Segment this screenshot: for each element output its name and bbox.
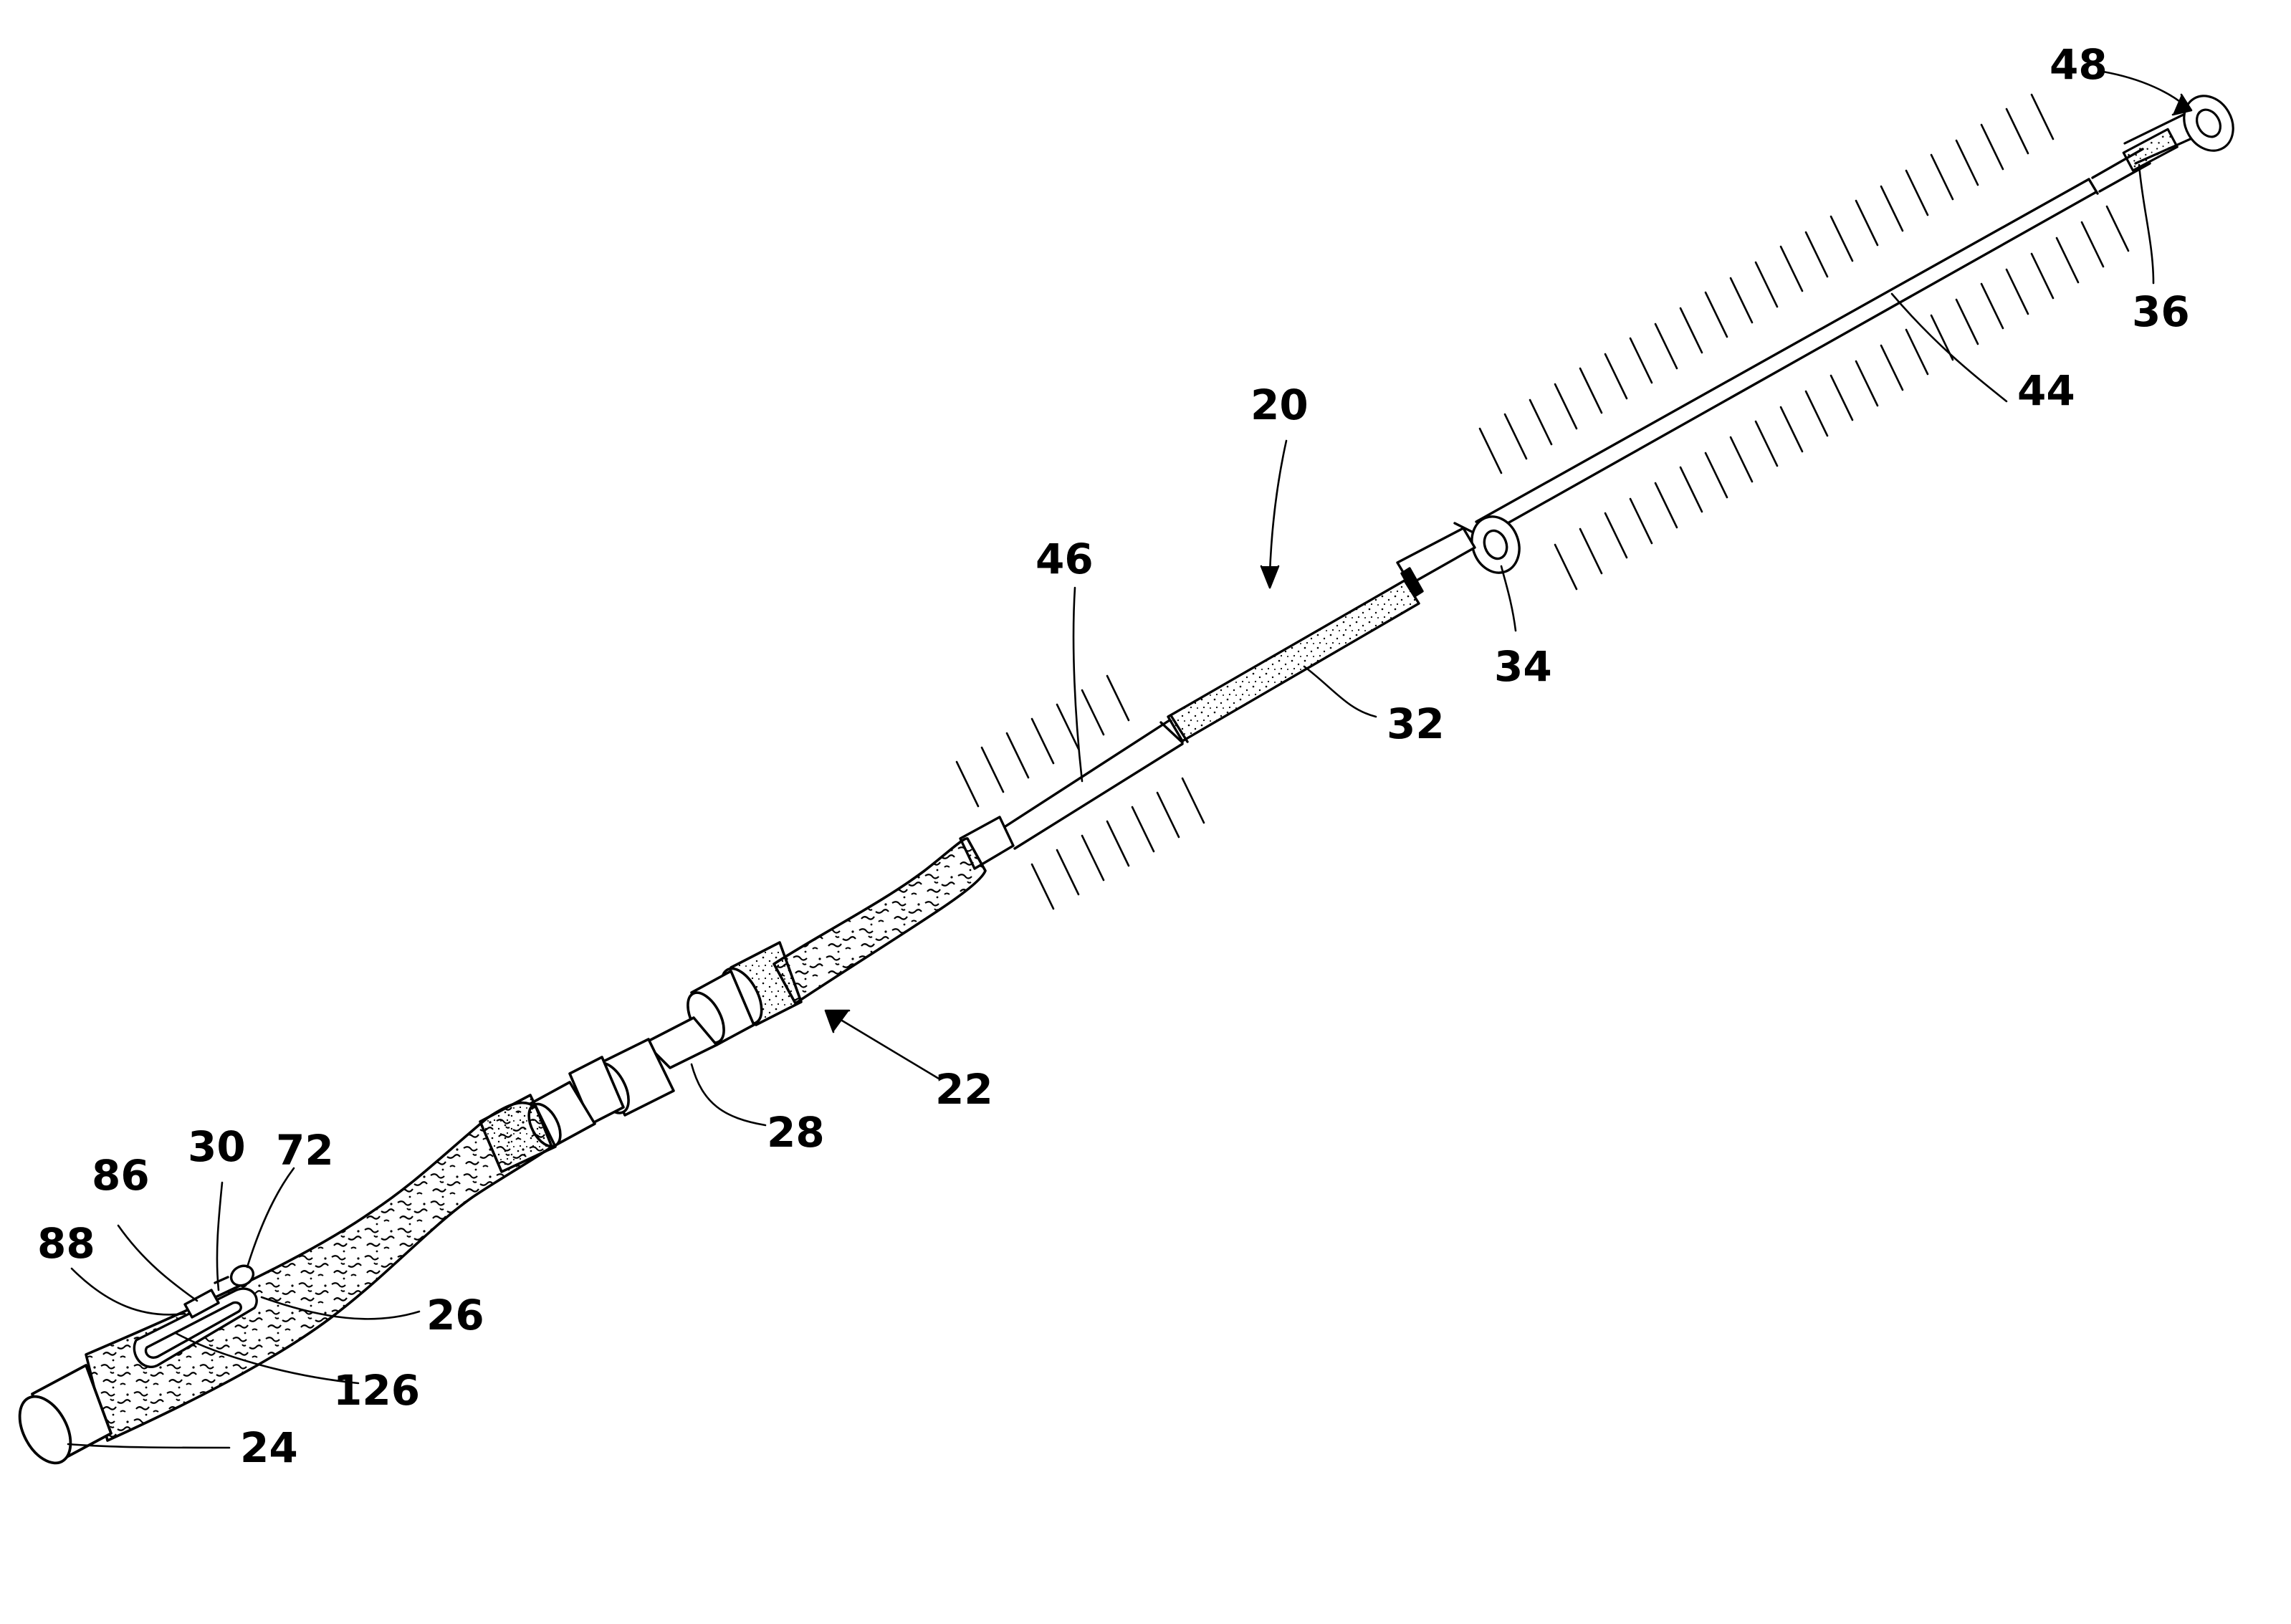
leader-32 — [1303, 665, 1377, 718]
label-48: 48 — [2050, 40, 2108, 89]
motion-hatching-tip-lower — [1554, 205, 2130, 591]
leader-36 — [2138, 163, 2155, 285]
label-20: 20 — [1250, 381, 1309, 429]
reel-seat — [527, 970, 755, 1148]
ferrule — [1396, 527, 1476, 598]
label-24: 24 — [240, 1423, 298, 1472]
label-88: 88 — [37, 1219, 95, 1268]
leader-20 — [1268, 439, 1288, 575]
label-30: 30 — [188, 1122, 246, 1171]
tip-top — [2122, 95, 2234, 172]
label-126: 126 — [333, 1366, 420, 1415]
leader-48 — [2102, 70, 2189, 109]
leader-30 — [216, 1181, 224, 1291]
label-86: 86 — [92, 1151, 150, 1200]
leader-24 — [67, 1443, 231, 1449]
leader-88 — [70, 1267, 186, 1316]
label-32: 32 — [1387, 699, 1445, 748]
label-44: 44 — [2017, 366, 2075, 415]
rear-grip-collar — [479, 1094, 557, 1173]
motion-hatching-butt-upper — [955, 674, 1130, 808]
leader-86 — [117, 1224, 199, 1302]
label-26: 26 — [426, 1291, 484, 1339]
leader-20-arrow — [1260, 565, 1280, 589]
leader-72 — [246, 1167, 295, 1269]
switch-housing — [133, 1264, 258, 1368]
fore-grip — [773, 837, 987, 1005]
label-34: 34 — [1494, 642, 1552, 691]
leader-48-arrow — [2171, 93, 2193, 116]
motion-hatching-butt-lower — [1030, 777, 1205, 910]
leader-126 — [174, 1332, 360, 1385]
leader-22 — [833, 1015, 940, 1080]
leader-lines — [67, 70, 2193, 1449]
butt-cap — [18, 1364, 113, 1465]
leader-46 — [1072, 586, 1084, 783]
guide-ring — [1453, 515, 1521, 574]
reference-numerals: 20 46 32 34 48 36 44 22 28 86 30 72 88 2… — [37, 40, 2190, 1472]
leader-44 — [1890, 292, 2008, 403]
label-36: 36 — [2132, 287, 2190, 336]
leader-22-arrow — [824, 1009, 851, 1033]
motion-hatching-tip-upper — [1478, 93, 2055, 474]
leader-26 — [260, 1296, 421, 1320]
tip-section — [1475, 148, 2151, 538]
blank-section — [1159, 579, 1420, 744]
leader-28 — [690, 1063, 767, 1127]
butt-section — [1002, 719, 1184, 850]
label-28: 28 — [767, 1108, 825, 1157]
leader-34 — [1500, 565, 1517, 632]
label-46: 46 — [1036, 535, 1094, 583]
label-72: 72 — [276, 1126, 334, 1175]
label-22: 22 — [935, 1065, 993, 1114]
